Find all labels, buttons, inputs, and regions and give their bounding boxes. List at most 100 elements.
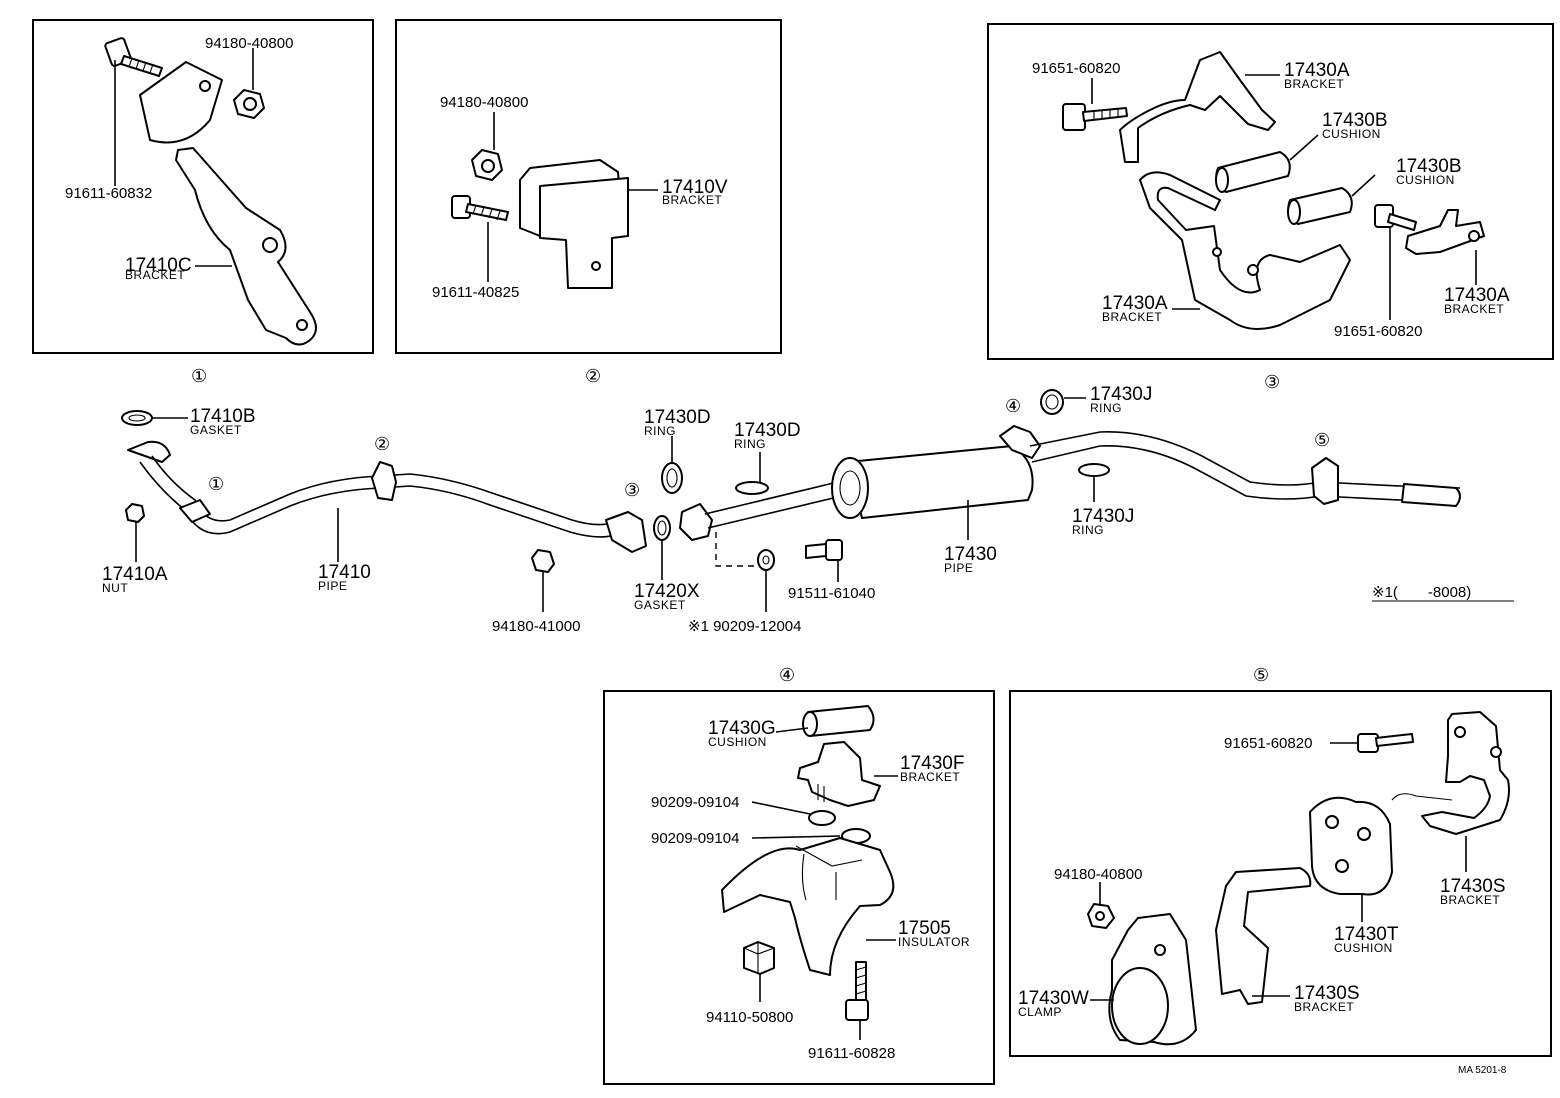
box1-nut-label: 94180-40800 [205, 35, 293, 52]
main-exhaust-assembly: 17410B GASKET 17410A NUT ① ② ③ 17410 PIP… [102, 384, 1514, 635]
box5-bolt-label: 91651-60820 [1224, 735, 1312, 752]
pipe2-desc: PIPE [944, 561, 973, 575]
box3-bracket-left-desc: BRACKET [1102, 310, 1162, 324]
washer-icon [808, 810, 836, 826]
bracket-17430a-bottom-icon [1139, 171, 1351, 330]
washer-icon [757, 549, 775, 571]
bracket-17430s-bottom-icon [1215, 867, 1312, 1005]
callout-5-on-pipe: ⑤ [1314, 430, 1330, 450]
nut1-desc: NUT [102, 581, 128, 595]
box4-washer1-label: 90209-09104 [651, 794, 739, 811]
bolt-label: 91511-61040 [788, 585, 875, 602]
ring2-label: 17430D [734, 420, 801, 441]
box5-bracket-bottom-desc: BRACKET [1294, 1000, 1354, 1014]
ring3-label: 17430J [1090, 384, 1152, 405]
muffler-pipe-17430-icon [679, 425, 1461, 541]
ring-icon [1040, 389, 1064, 415]
box1-bracket-desc: BRACKET [125, 268, 185, 282]
box5-clamp-label: 17430W [1018, 988, 1089, 1009]
callout-4-over-box: ④ [779, 665, 795, 685]
pipe1-desc: PIPE [318, 579, 347, 593]
ring4-label: 17430J [1072, 506, 1134, 527]
box3-cushion1-label: 17430B [1322, 110, 1388, 131]
nut-icon [471, 149, 503, 181]
diagram-code: MA 5201-8 [1458, 1065, 1507, 1076]
bolt-icon [1357, 733, 1414, 753]
callout-2-under-box: ② [585, 366, 601, 386]
box4-cushion-desc: CUSHION [708, 735, 767, 749]
ring2-desc: RING [734, 437, 766, 451]
box4-insulator-label: 17505 [898, 918, 951, 939]
box3-bracket-right-desc: BRACKET [1444, 302, 1504, 316]
nut-icon [1087, 903, 1115, 929]
detail-box-4: 17430G CUSHION 17430F BRACKET 90209-0910… [603, 690, 995, 1085]
box4-cushion-label: 17430G [708, 718, 776, 739]
box3-bolt-top-label: 91651-60820 [1032, 60, 1120, 77]
bolt-icon [845, 961, 869, 1021]
detail-box-1: 94180-40800 91611-60832 17410C BRACKET [32, 19, 374, 354]
bracket-17410c-icon [175, 147, 317, 346]
box5-cushion-desc: CUSHION [1334, 941, 1393, 955]
nut-icon [125, 503, 145, 523]
insulator-17505-icon [721, 837, 895, 976]
pipe1-label: 17410 [318, 562, 371, 583]
cushion-icon [802, 705, 875, 737]
box2-nut-label: 94180-40800 [440, 94, 528, 111]
box4-bracket-label: 17430F [900, 753, 964, 774]
box3-cushion1-desc: CUSHION [1322, 127, 1381, 141]
box1-bracket-label: 17410C [125, 255, 192, 276]
ring1-label: 17430D [644, 407, 711, 428]
ring-icon [1078, 463, 1110, 477]
bracket-17430a-top-icon [1119, 51, 1276, 163]
box2-bracket-label: 17410V [662, 177, 728, 198]
box3-bracket-right-label: 17430A [1444, 285, 1510, 306]
box5-clamp-desc: CLAMP [1018, 1005, 1062, 1019]
bolt-icon [451, 195, 509, 221]
gasket-icon [121, 410, 153, 426]
box4-bolt-label: 91611-60828 [808, 1045, 895, 1062]
box5-cushion-label: 17430T [1334, 924, 1399, 945]
box3-bracket-top-desc: BRACKET [1284, 77, 1344, 91]
box5-bracket-top-desc: BRACKET [1440, 893, 1500, 907]
box1-bolt-label: 91611-60832 [65, 185, 152, 202]
callout-5-over-box: ⑤ [1253, 665, 1269, 685]
bracket-17410v-icon [519, 159, 629, 289]
box4-bracket-desc: BRACKET [900, 770, 960, 784]
applicability-note: ※1( -8008) [1372, 584, 1471, 601]
cushion-icon [1287, 187, 1353, 225]
gasket2-desc: GASKET [634, 598, 686, 612]
nut1-label: 17410A [102, 564, 168, 585]
callout-1-under-box: ① [191, 366, 207, 386]
box4-nut-label: 94110-50800 [706, 1009, 793, 1026]
cushion-icon [1215, 151, 1291, 193]
box3-bracket-left-label: 17430A [1102, 293, 1168, 314]
box3-cushion2-desc: CUSHION [1396, 173, 1455, 187]
pipe2-label: 17430 [944, 544, 997, 565]
callout-2-on-pipe: ② [374, 434, 390, 454]
washer-label: ※1 90209-12004 [688, 618, 802, 635]
ring1-desc: RING [644, 424, 676, 438]
nut2-label: 94180-41000 [492, 618, 580, 635]
nut-icon [531, 549, 555, 573]
front-pipe-17410-icon [127, 440, 647, 553]
ring-icon [735, 481, 769, 495]
detail-box-5: 91651-60820 17430S BRACKET 17430T CUSHIO… [1009, 690, 1552, 1057]
gasket1-label: 17410B [190, 406, 256, 427]
bolt-icon [805, 539, 843, 561]
ring-icon [661, 462, 683, 494]
box3-cushion2-label: 17430B [1396, 156, 1462, 177]
nut-icon [743, 941, 775, 975]
box5-bracket-top-label: 17430S [1440, 876, 1506, 897]
cushion-17430t-icon [1309, 796, 1393, 896]
bracket-17430f-icon [797, 741, 881, 807]
box2-bracket-desc: BRACKET [662, 193, 722, 207]
gasket2-label: 17420X [634, 581, 700, 602]
bracket-17430s-top-icon [1421, 711, 1510, 835]
box5-nut-label: 94180-40800 [1054, 866, 1142, 883]
box3-bolt-right-label: 91651-60820 [1334, 323, 1422, 340]
bolt-icon [1374, 204, 1417, 231]
box5-bracket-bottom-label: 17430S [1294, 983, 1360, 1004]
box4-washer2-label: 90209-09104 [651, 830, 739, 847]
gasket1-desc: GASKET [190, 423, 242, 437]
